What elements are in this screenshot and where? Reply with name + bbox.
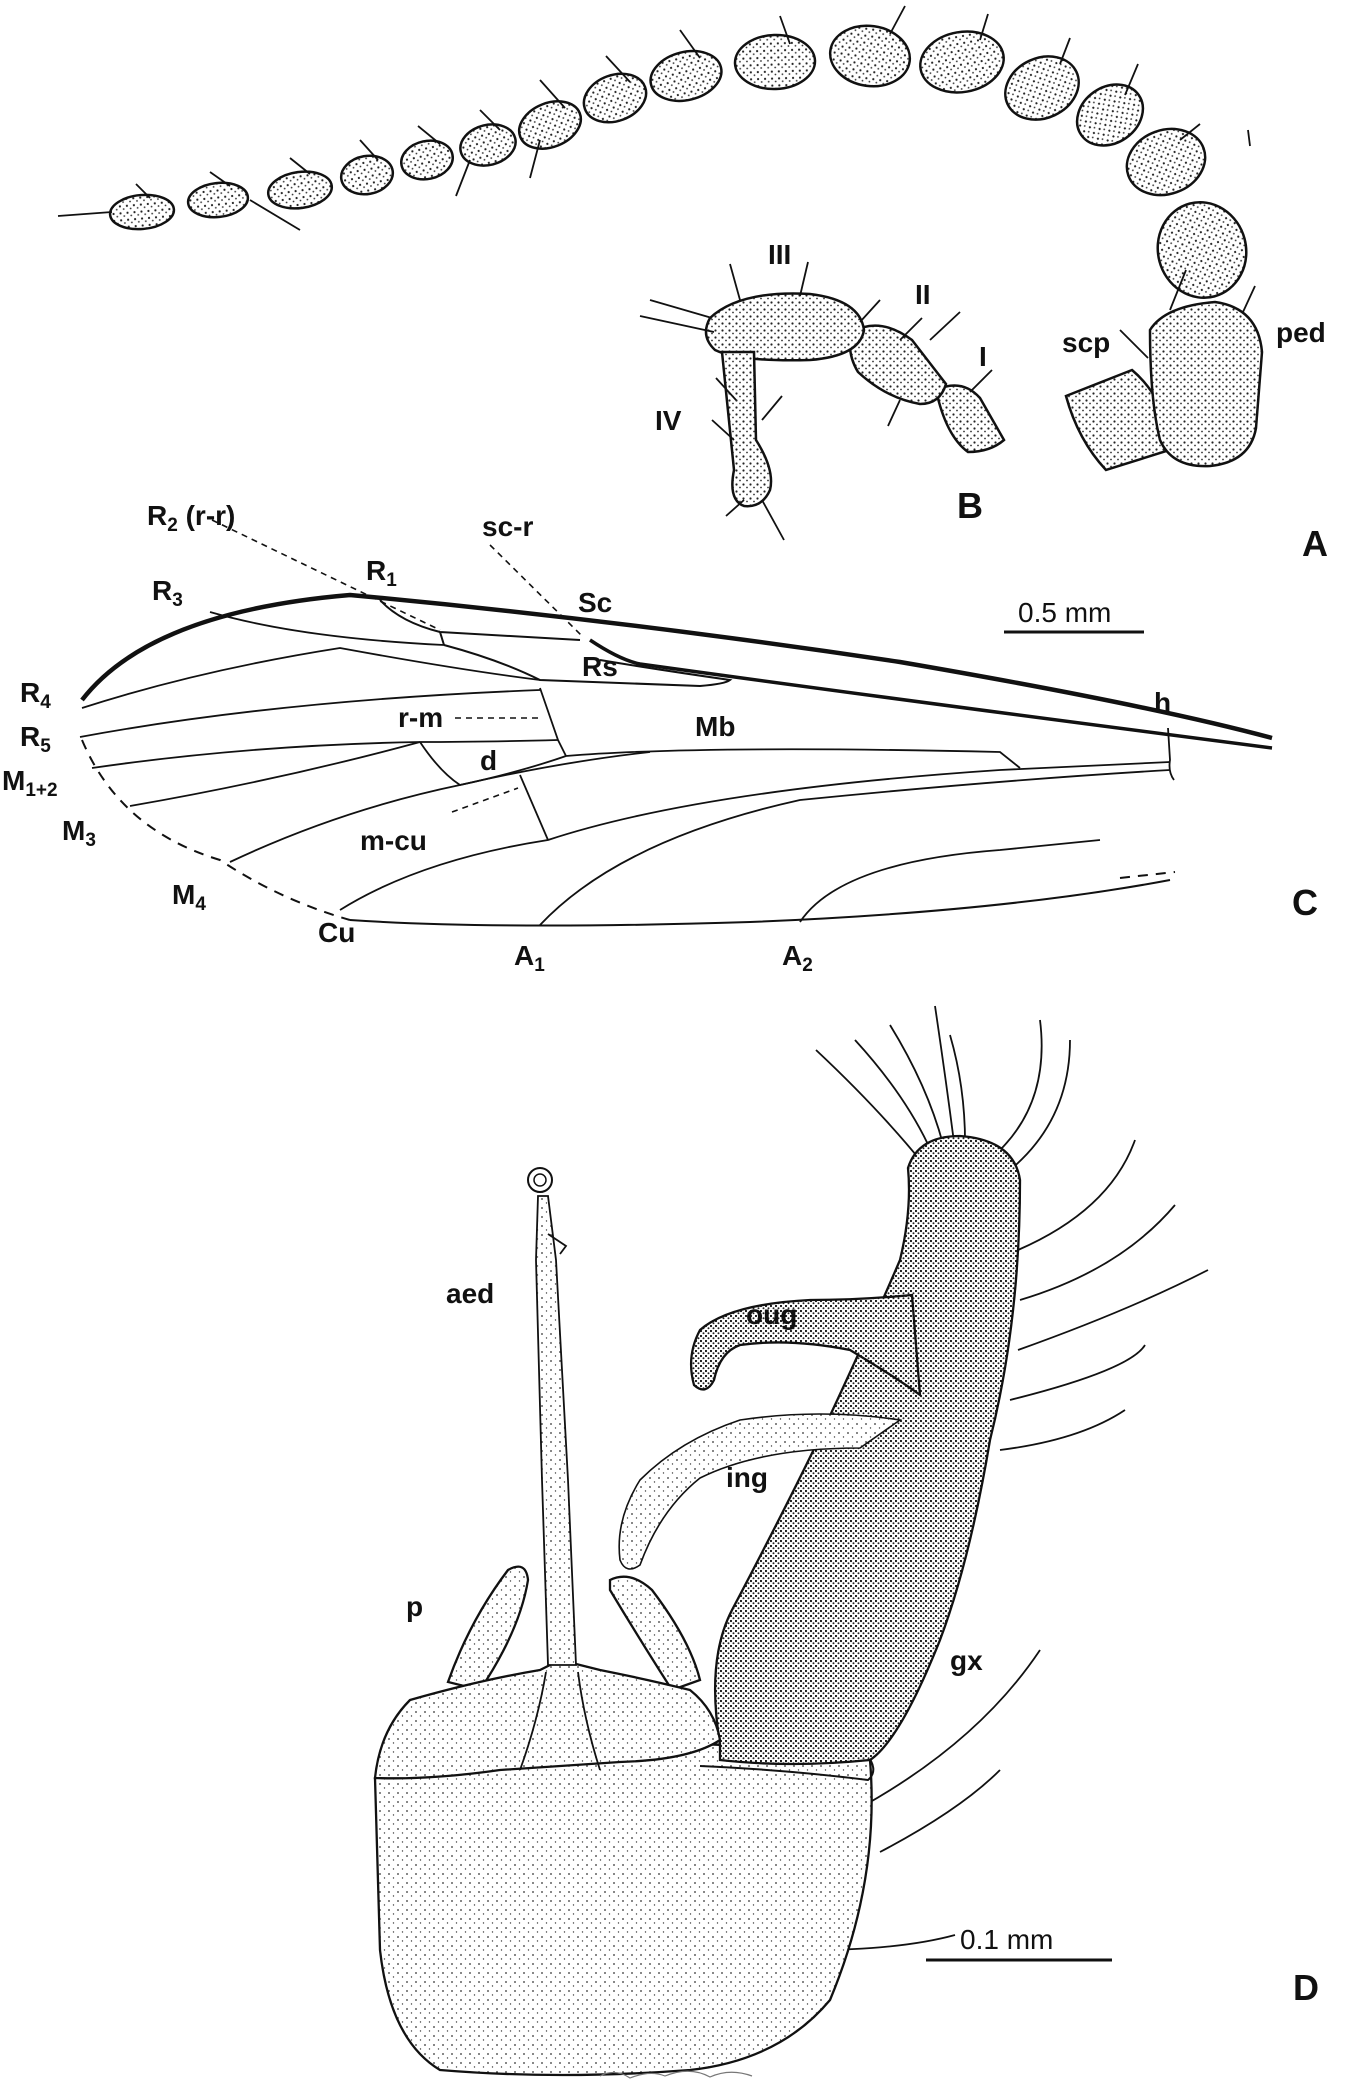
label-seg-iii: III <box>768 239 791 270</box>
flagellomere <box>1004 55 1080 121</box>
label-r2-rr: R2 (r-r) <box>147 500 235 536</box>
label-ped: ped <box>1276 317 1326 348</box>
paramere-right <box>608 1575 702 1692</box>
wing-r3-vein <box>209 611 445 646</box>
antenna-pedicel <box>1148 300 1264 468</box>
flagellomere <box>517 100 583 150</box>
antenna-segment-iv <box>720 350 773 508</box>
inner-gonostylus <box>618 1413 903 1570</box>
antenna-a-drawing <box>108 24 1264 472</box>
wing-costa <box>80 592 1273 741</box>
label-r5: R5 <box>20 721 51 757</box>
wing-rm-crossvein <box>539 687 567 757</box>
flagellomere <box>1125 127 1207 197</box>
artist-signature <box>599 2070 753 2079</box>
wing-apical-dashed-margin <box>81 739 351 921</box>
wing-sc-vein <box>589 638 1273 750</box>
label-cu: Cu <box>318 917 355 948</box>
label-p: p <box>406 1591 423 1622</box>
flagellomere <box>733 33 817 91</box>
label-sc: Sc <box>578 587 612 618</box>
panel-label-a: A <box>1302 523 1328 564</box>
wing-cu-vein <box>339 761 1171 911</box>
genitalia-drawing <box>373 1005 1209 2077</box>
label-oug: oug <box>746 1299 797 1330</box>
basal-segment <box>373 1742 873 2077</box>
wing-h-crossvein <box>1167 727 1175 781</box>
antenna-segment-iii <box>704 292 866 362</box>
label-ing: ing <box>726 1462 768 1493</box>
label-m3: M3 <box>62 815 96 851</box>
flagellomere <box>400 139 454 181</box>
label-r-m: r-m <box>398 702 443 733</box>
antenna-a-setae <box>57 5 1256 359</box>
gonocoxite-setae <box>809 1005 1209 1951</box>
wing-r5-vein <box>79 689 541 738</box>
antenna-b-setae <box>639 261 993 541</box>
label-aed: aed <box>446 1278 494 1309</box>
aedeagus <box>535 1195 577 1666</box>
panel-label-d: D <box>1293 1967 1319 2008</box>
antenna-b-drawing <box>704 292 1006 508</box>
wing-hind-margin <box>349 879 1171 927</box>
wing-r1-vein <box>379 599 581 641</box>
label-seg-i: I <box>979 341 987 372</box>
wing-drawing <box>79 519 1273 927</box>
wing-a2-vein <box>799 839 1101 923</box>
label-scp: scp <box>1062 327 1110 358</box>
flagellomere <box>828 24 912 88</box>
wing-rs-vein <box>443 644 733 688</box>
label-rs: Rs <box>582 651 618 682</box>
outer-gonostylus <box>689 1293 922 1398</box>
label-r3: R3 <box>152 575 183 611</box>
wing-mb-vein <box>565 748 1021 769</box>
label-m12: M1+2 <box>2 765 58 801</box>
panel-label-c: C <box>1292 882 1318 923</box>
wing-a1-vein <box>539 769 1171 926</box>
flagellomere <box>1075 83 1145 147</box>
flagellomere <box>186 181 250 219</box>
wing-r2-crossvein <box>439 631 445 646</box>
label-gx: gx <box>950 1645 983 1676</box>
wing-mcu-crossvein <box>519 774 549 841</box>
label-seg-iv: IV <box>655 405 682 436</box>
antenna-segment-i <box>934 384 1006 454</box>
label-sc-r: sc-r <box>482 511 533 542</box>
wing-m12-vein <box>91 739 559 769</box>
flagellomere <box>649 49 723 103</box>
flagellomere <box>266 170 334 210</box>
label-mb: Mb <box>695 711 735 742</box>
wing-m3-vein <box>129 741 421 807</box>
label-a1: A1 <box>514 940 545 976</box>
label-m4: M4 <box>172 879 206 915</box>
panel-label-b: B <box>957 485 983 526</box>
flagellomere <box>108 193 176 231</box>
flagellomere <box>919 30 1005 94</box>
label-h: h <box>1154 687 1171 718</box>
label-r4: R4 <box>20 677 51 713</box>
flagellomere <box>582 72 648 124</box>
label-scale-genitalia: 0.1 mm <box>960 1924 1053 1955</box>
flagellomere <box>1156 201 1248 299</box>
label-seg-ii: II <box>915 279 931 310</box>
aedeagal-complex <box>373 1658 722 1780</box>
antenna-segment-ii <box>848 324 948 406</box>
paramere-left <box>446 1565 530 1692</box>
label-d: d <box>480 745 497 776</box>
label-scale-wing: 0.5 mm <box>1018 597 1111 628</box>
label-r1: R1 <box>366 555 397 591</box>
gonocoxite <box>713 1134 1022 1766</box>
flagellomere <box>339 154 395 196</box>
label-m-cu: m-cu <box>360 825 427 856</box>
wing-r4-vein <box>81 647 541 709</box>
flagellomere <box>459 123 517 167</box>
wing-m4-vein <box>229 751 651 863</box>
label-a2: A2 <box>782 940 813 976</box>
